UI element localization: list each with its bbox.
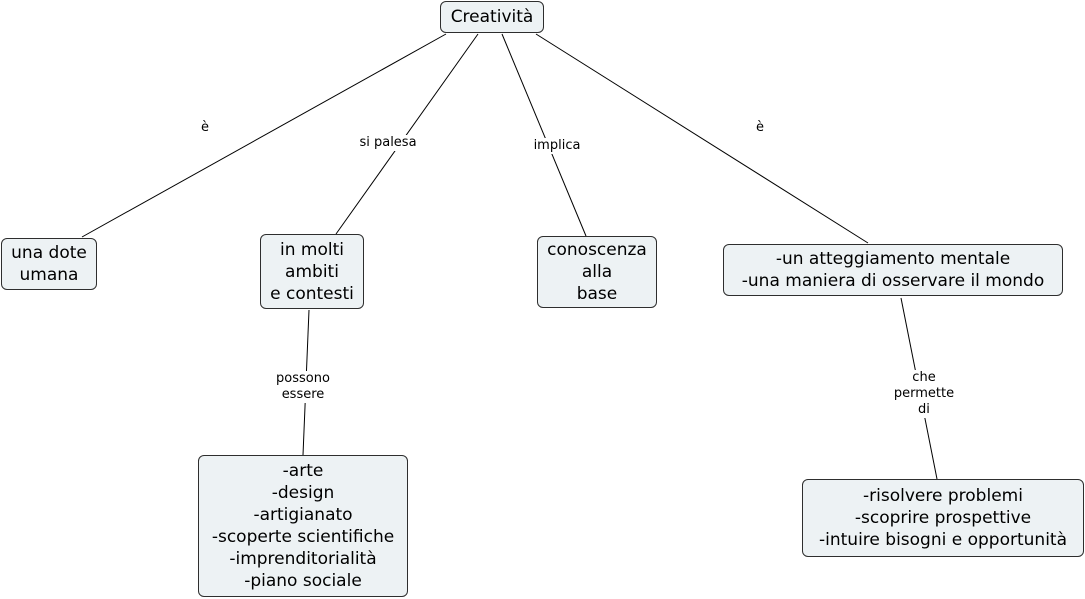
concept-dote-umana[interactable]: una dote umana [1, 238, 97, 290]
link-label-e: è [199, 120, 211, 136]
connector-root-atteggiamento [535, 33, 869, 244]
link-label-possono-essere: possono essere [274, 371, 332, 403]
connector-root-conoscenza [501, 33, 587, 237]
concept-atteggiamento-mentale[interactable]: -un atteggiamento mentale -una maniera d… [723, 244, 1063, 296]
link-label-e: è [754, 120, 766, 136]
connector-root-ambiti [335, 33, 479, 235]
concept-root-creativita[interactable]: Creatività [440, 1, 544, 33]
link-label-si-palesa: si palesa [357, 135, 419, 151]
concept-conoscenza-base[interactable]: conoscenza alla base [537, 236, 657, 308]
concept-risolvere-problemi[interactable]: -risolvere problemi -scoprire prospettiv… [802, 479, 1084, 557]
link-label-che-permette-di: che permette di [891, 370, 957, 418]
link-label-implica: implica [531, 138, 583, 154]
concept-ambiti-contesti[interactable]: in molti ambiti e contesti [260, 234, 364, 309]
connector-root-dote [81, 33, 447, 238]
concept-settori[interactable]: -arte -design -artigianato -scoperte sci… [198, 455, 408, 597]
